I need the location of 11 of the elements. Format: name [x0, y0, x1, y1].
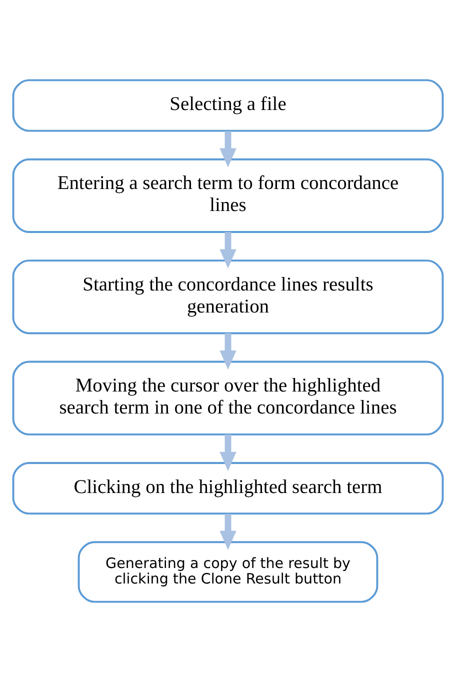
arrow — [220, 333, 236, 370]
arrow — [220, 434, 236, 471]
node-box: Clicking on the highlighted search term — [12, 462, 444, 515]
node-box: Selecting a file — [12, 79, 444, 132]
arrow — [220, 232, 236, 268]
arrow — [220, 131, 236, 168]
node-box: Entering a search term to form concordance lines — [12, 158, 444, 233]
node-box: Moving the cursor over the highlighted search term in one of the concordance lines — [12, 360, 444, 436]
node-box: Starting the concordance lines results generation — [12, 260, 444, 334]
arrow — [220, 514, 236, 550]
node-box: Generating a copy of the result by clicking the Clone Result button — [78, 541, 378, 603]
